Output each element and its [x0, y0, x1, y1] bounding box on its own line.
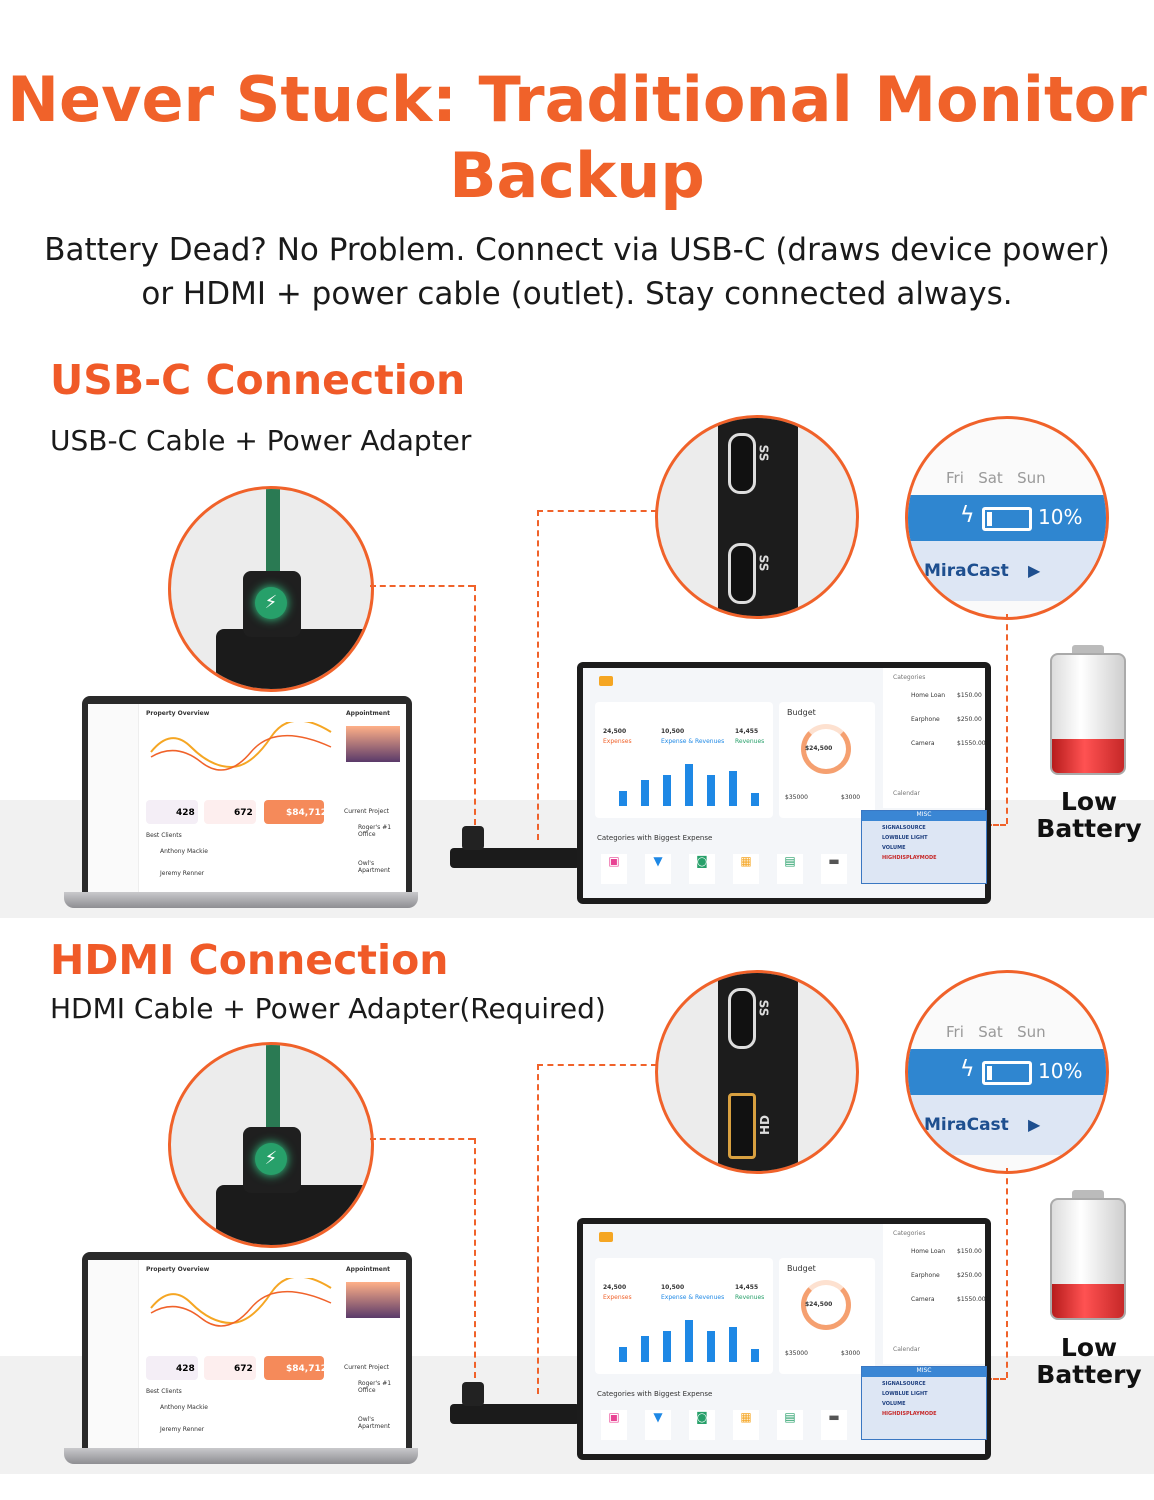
- stat-card: $84,712: [264, 800, 327, 824]
- osd-menu: MiraCast ▶: [908, 541, 1106, 601]
- chart-icon: ▤: [777, 854, 803, 884]
- building-icon: ▦: [733, 854, 759, 884]
- chart-bar: [619, 1347, 627, 1362]
- usbc-section-title: USB-C Connection: [50, 356, 466, 404]
- truck-icon: ▬: [821, 1410, 847, 1440]
- low-battery-icon: [1050, 1190, 1126, 1320]
- charging-icon: ϟ: [960, 503, 975, 528]
- portable-monitor: 24,500 10,500 14,455 Expenses Expense & …: [577, 1218, 991, 1460]
- usbc-section-subtitle: USB-C Cable + Power Adapter: [50, 424, 472, 457]
- chart-bar: [751, 793, 759, 806]
- shirt-icon: ▼: [645, 1410, 671, 1440]
- chart-bar: [685, 764, 693, 806]
- cable: [266, 489, 280, 579]
- wallet-icon: [599, 1232, 613, 1242]
- camera-icon: ◙: [689, 1410, 715, 1440]
- low-battery-label: Low Battery: [1036, 1333, 1142, 1389]
- laptop-keyboard-base: [64, 1448, 418, 1464]
- usbc-osd-zoom: Fri Sat Sun ϟ 10% MiraCast ▶: [905, 416, 1109, 620]
- chart-bar: [663, 1331, 671, 1362]
- low-battery-label: Low Battery: [1036, 787, 1142, 843]
- power-adapter: [450, 848, 580, 868]
- adapter-body: [216, 629, 371, 689]
- stats-panel: 24,500 10,500 14,455 Expenses Expense & …: [595, 702, 773, 818]
- laptop-keyboard-base: [64, 892, 418, 908]
- usbc-port-1: [728, 433, 756, 494]
- chart-bar: [729, 1327, 737, 1362]
- laptop-line-chart: [150, 722, 332, 771]
- usbc-port-zoom: SS SS: [655, 415, 859, 619]
- hdmi-section-title: HDMI Connection: [50, 936, 449, 984]
- usbc-port-2: [728, 543, 756, 604]
- hdmi-plug-zoom: ⚡: [168, 1042, 374, 1248]
- chart-bar: [641, 780, 649, 806]
- battery-red-level: [1052, 739, 1124, 773]
- arrow-right-icon: ▶: [1028, 561, 1041, 580]
- low-battery-icon: [1050, 645, 1126, 775]
- power-adapter: [450, 1404, 580, 1424]
- budget-donut: [801, 1280, 851, 1330]
- building-icon: ▦: [733, 1410, 759, 1440]
- portable-monitor: 24,500 10,500 14,455 Expenses Expense & …: [577, 662, 991, 904]
- laptop-sidebar: [88, 704, 139, 892]
- bar-chart: [619, 1318, 769, 1362]
- osd-overlay: MISC SIGNALSOURCE LOWBLUE LIGHT VOLUME H…: [861, 1366, 987, 1440]
- chart-bar: [707, 775, 715, 806]
- hdmi-port: [728, 1093, 756, 1159]
- chart-bar: [729, 771, 737, 806]
- categories-sidebar: Categories Home Loan $150.00 Earphone $2…: [883, 668, 986, 808]
- truck-icon: ▬: [821, 854, 847, 884]
- laptop: Property Overview Appointment 428 672 $8…: [82, 1252, 412, 1448]
- budget-panel: Budget $24,500 $35000 $3000: [779, 702, 875, 818]
- chart-bar: [641, 1336, 649, 1362]
- chart-bar: [751, 1349, 759, 1362]
- adapter-plug: [462, 826, 484, 850]
- wallet-icon: [599, 676, 613, 686]
- category-icons: ▣ ▼ ◙ ▦ ▤ ▬: [597, 848, 867, 888]
- chart-bar: [619, 791, 627, 806]
- category-icons: ▣ ▼ ◙ ▦ ▤ ▬: [597, 1404, 867, 1444]
- usbc-port: [728, 988, 756, 1049]
- battery-fill: [987, 512, 992, 526]
- charge-icon: ⚡: [255, 1143, 287, 1175]
- battery-icon: [982, 507, 1032, 531]
- laptop: Property Overview Appointment 428 672 $8…: [82, 696, 412, 892]
- appointment-image: [346, 726, 400, 762]
- laptop-line-chart: [150, 1278, 332, 1327]
- page-title: Never Stuck: Traditional Monitor Backup: [7, 63, 1147, 212]
- battery-red-level: [1052, 1284, 1124, 1318]
- stat-card: 672: [204, 800, 256, 824]
- arrow-right-icon: ▶: [1028, 1115, 1041, 1134]
- shop-icon: ▣: [601, 854, 627, 884]
- camera-icon: ◙: [689, 854, 715, 884]
- chart-bar: [685, 1320, 693, 1362]
- usbc-plug-zoom: ⚡: [168, 486, 374, 692]
- chart-bar: [663, 775, 671, 806]
- osd-overlay: MISC SIGNALSOURCE LOWBLUE LIGHT VOLUME H…: [861, 810, 987, 884]
- shop-icon: ▣: [601, 1410, 627, 1440]
- stat-card: 428: [146, 800, 198, 824]
- monitor-screen: 24,500 10,500 14,455 Expenses Expense & …: [583, 668, 987, 898]
- shirt-icon: ▼: [645, 854, 671, 884]
- hdmi-osd-zoom: Fri Sat Sun ϟ 10% MiraCast ▶: [905, 970, 1109, 1174]
- page-subtitle: Battery Dead? No Problem. Connect via US…: [44, 232, 1110, 312]
- battery-icon: [982, 1061, 1032, 1085]
- hdmi-port-zoom: SS HD: [655, 970, 859, 1174]
- osd-battery-bar: ϟ 10%: [908, 495, 1106, 541]
- hdmi-section-subtitle: HDMI Cable + Power Adapter(Required): [50, 992, 606, 1025]
- chart-icon: ▤: [777, 1410, 803, 1440]
- bar-chart: [619, 762, 769, 806]
- charging-icon: ϟ: [960, 1057, 975, 1082]
- chart-bar: [707, 1331, 715, 1362]
- laptop-screen: Property Overview Appointment 428 672 $8…: [88, 704, 406, 892]
- budget-donut: [801, 724, 851, 774]
- osd-days: Fri Sat Sun: [946, 469, 1046, 487]
- charge-icon: ⚡: [255, 587, 287, 619]
